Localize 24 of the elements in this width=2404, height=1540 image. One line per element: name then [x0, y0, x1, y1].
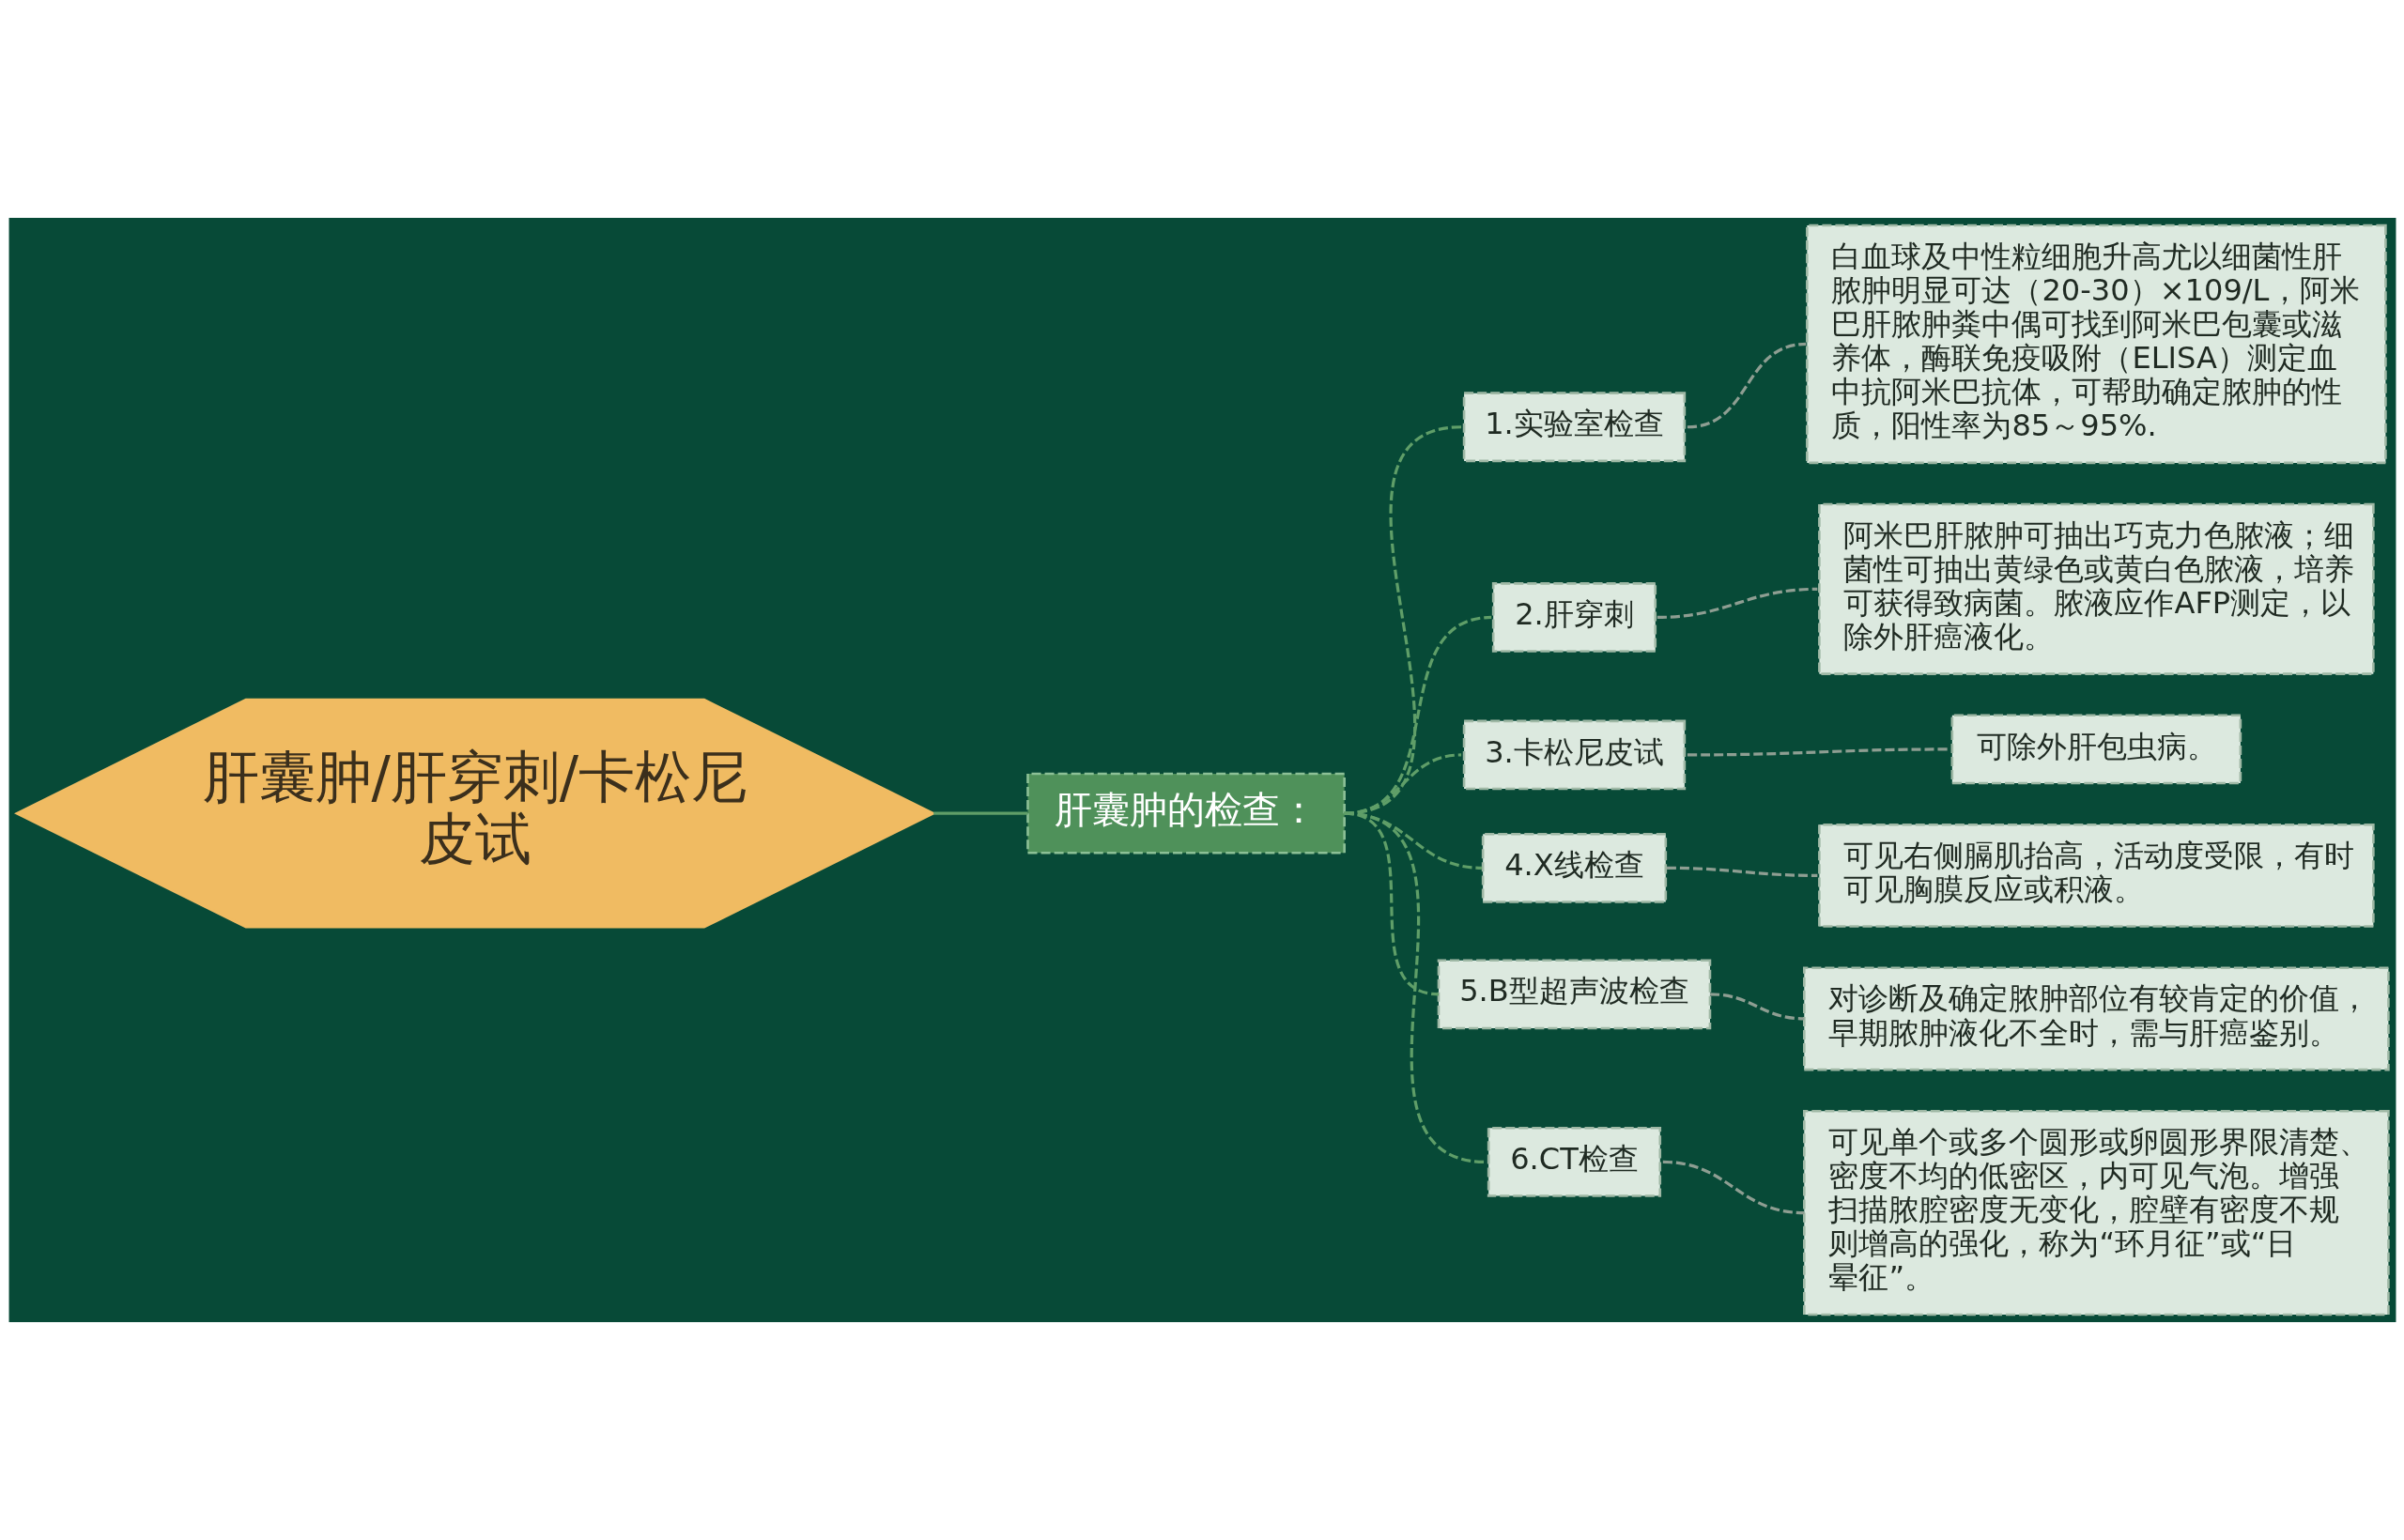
connector: [1343, 811, 1486, 1163]
connector: [1344, 753, 1461, 815]
node-box: 1.实验室检查: [1462, 392, 1686, 463]
connector: [1343, 425, 1461, 815]
connector: [932, 811, 1027, 815]
node-box: 4.X线检查: [1481, 832, 1667, 903]
connector: [1343, 615, 1491, 815]
node-box: 可除外肝包虫病。: [1950, 714, 2242, 785]
connector: [1687, 342, 1806, 429]
connector: [1657, 587, 1817, 620]
node-box: 2.肝穿刺: [1491, 582, 1657, 653]
node-box: 3.卡松尼皮试: [1462, 719, 1686, 791]
node-box: 可见单个或多个圆形或卵圆形界限清楚、密度不均的低密区，内可见气泡。增强扫描脓腔密度无变化，腔壁有密度不规则增高的强化，称为“环月征”或“日晕征”。: [1802, 1109, 2390, 1317]
connector: [1666, 866, 1817, 877]
node-box: 对诊断及确定脓肿部位有较肯定的价值，早期脓肿液化不全时，需与肝癌鉴别。: [1802, 966, 2390, 1071]
node-box: 阿米巴肝脓肿可抽出巧克力色脓液；细菌性可抽出黄绿色或黄白色脓液，培养可获得致病菌。脓液应作AFP测定，以除外肝癌液化。: [1817, 502, 2375, 675]
node-box: 6.CT检查: [1487, 1127, 1661, 1197]
node-box: 5.B型超声波检查: [1437, 959, 1711, 1030]
connector: [1687, 747, 1949, 757]
node-box: 白血球及中性粒细胞升高尤以细菌性肝脓肿明显可达（20-30）×109/L，阿米巴肝脓肿粪中偶可找到阿米巴包囊或滋养体，酶联免疫吸附（ELISA）测定血中抗阿米巴抗体，可帮助确定脓肿的性质，阳性率为85～95%.: [1805, 223, 2387, 465]
connector: [1709, 993, 1804, 1021]
node-box: 肝囊肿的检查：: [1025, 772, 1346, 855]
node-box: 可见右侧膈肌抬高，活动度受限，有时可见胸膜反应或积液。: [1817, 823, 2375, 928]
connector: [1662, 1160, 1804, 1215]
